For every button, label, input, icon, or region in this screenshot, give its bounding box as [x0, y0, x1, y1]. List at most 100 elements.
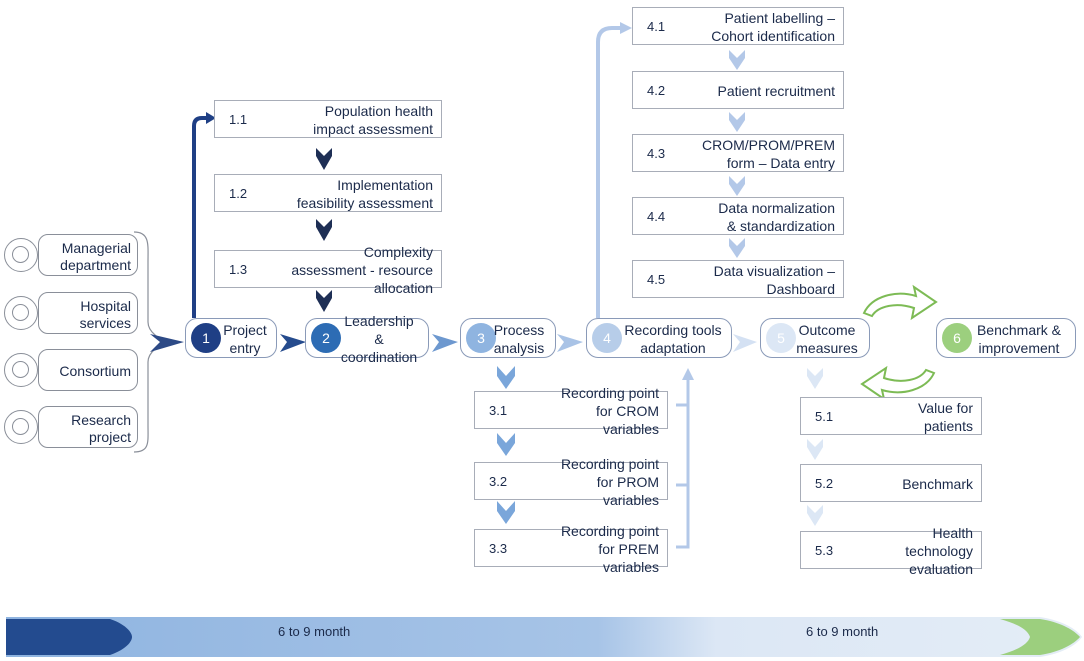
- substep-body: Value for patients: [852, 397, 982, 435]
- substep-code: 1.1: [214, 100, 274, 138]
- substep-label: Health technology evaluation: [905, 525, 973, 577]
- substep-code: 3.3: [474, 529, 534, 567]
- connector-4-to-4-1: [596, 26, 622, 318]
- substep-body: Population health impact assessment: [266, 100, 442, 138]
- chevron-4-3-to-4-4: [729, 176, 745, 196]
- substep-label: Data visualization – Dashboard: [713, 263, 835, 297]
- arrowhead-to-4: [682, 368, 694, 380]
- chevron-5-to-5-1: [807, 368, 823, 389]
- substep-label: CROM/PROM/PREM form – Data entry: [702, 137, 835, 171]
- substep-label: Recording point for PROM variables: [560, 456, 659, 508]
- substep-code: 4.3: [632, 134, 692, 172]
- chevron-3-2-to-3-3: [497, 501, 515, 524]
- substep-4-4: 4.4 Data normalization & standardization: [632, 197, 844, 235]
- arrowhead-4-1: [620, 22, 632, 34]
- chevron-1-3-to-2: [316, 290, 332, 312]
- stage-number: 6: [942, 323, 972, 353]
- substep-label: Patient recruitment: [717, 83, 836, 99]
- substep-label: Complexity assessment - resource allocat…: [291, 244, 433, 296]
- substep-code: 4.4: [632, 197, 692, 235]
- substep-code: 1.3: [214, 250, 274, 288]
- source-label: Consortium: [38, 349, 138, 391]
- stage-number: 2: [311, 323, 341, 353]
- stage-6: 6 Benchmark & improvement: [936, 318, 1076, 358]
- stage-number: 4: [592, 323, 622, 353]
- substep-label: Recording point for CROM variables: [560, 385, 659, 437]
- timeline-end-cap: [1000, 619, 1080, 655]
- substep-body: CROM/PROM/PREM form – Data entry: [684, 134, 844, 172]
- arrow-4-to-5: [733, 334, 757, 352]
- chevron-1-1-to-1-2: [316, 148, 332, 170]
- substep-4-2: 4.2 Patient recruitment: [632, 71, 844, 109]
- substep-4-5: 4.5 Data visualization – Dashboard: [632, 260, 844, 298]
- stage-3: 3 Process analysis: [460, 318, 556, 358]
- source-label: Research project: [38, 406, 138, 448]
- substep-label: Patient labelling – Cohort identificatio…: [711, 10, 835, 44]
- chevron-3-1-to-3-2: [497, 433, 515, 456]
- stage-1: 1 Project entry: [185, 318, 277, 358]
- stage-number: 1: [191, 323, 221, 353]
- connector-1-to-1-1: [192, 116, 208, 318]
- substep-code: 3.1: [474, 391, 534, 429]
- substep-body: Complexity assessment - resource allocat…: [266, 244, 442, 296]
- substep-code: 4.2: [632, 71, 692, 109]
- substep-code: 5.1: [800, 397, 860, 435]
- substep-label: Value for patients: [918, 400, 973, 434]
- substep-1-2: 1.2 Implementation feasibility assessmen…: [214, 174, 442, 212]
- substep-4-1: 4.1 Patient labelling – Cohort identific…: [632, 7, 844, 45]
- substep-body: Recording point for CROM variables: [526, 385, 668, 437]
- sources-arrow: [150, 334, 184, 352]
- timeline-phase-1-label: 6 to 9 month: [278, 624, 351, 639]
- substep-body: Benchmark: [852, 464, 982, 502]
- substep-code: 5.2: [800, 464, 860, 502]
- stage-label: Recording tools adaptation: [624, 322, 722, 356]
- substep-code: 4.1: [632, 7, 692, 45]
- timeline-start-cap: [6, 619, 132, 655]
- circle-icon: [4, 353, 38, 387]
- substep-label: Implementation feasibility assessment: [296, 177, 433, 211]
- substep-5-3: 5.3 Health technology evaluation: [800, 525, 982, 577]
- arrowhead-1-1: [206, 112, 216, 124]
- chevron-5-2-to-5-3: [807, 505, 823, 526]
- substep-1-1: 1.1 Population health impact assessment: [214, 100, 442, 138]
- substep-1-3: 1.3 Complexity assessment - resource all…: [214, 244, 442, 296]
- substep-code: 3.2: [474, 462, 534, 500]
- stage-label: Outcome measures: [796, 322, 858, 356]
- substep-body: Data visualization – Dashboard: [684, 260, 844, 298]
- substep-label: Data normalization & standardization: [718, 200, 835, 234]
- circle-icon: [4, 296, 38, 330]
- cycle-arrow-top: [862, 284, 938, 321]
- arrow-2-to-3: [432, 334, 458, 352]
- stage-number: 5: [766, 323, 796, 353]
- timeline-band: [6, 617, 1082, 657]
- stage-label: Benchmark & improvement: [976, 322, 1062, 356]
- timeline-phase-2-label: 6 to 9 month: [806, 624, 879, 639]
- source-label: Hospital services: [38, 292, 138, 334]
- chevron-1-2-to-1-3: [316, 219, 332, 241]
- connector-3-x-to-4: [676, 380, 690, 549]
- substep-3-2: 3.2 Recording point for PROM variables: [474, 456, 668, 508]
- stage-2: 2 Leadership & coordination: [305, 313, 429, 365]
- stage-label: Project entry: [223, 322, 267, 356]
- substep-label: Recording point for PREM variables: [560, 523, 659, 575]
- substep-code: 4.5: [632, 260, 692, 298]
- substep-4-3: 4.3 CROM/PROM/PREM form – Data entry: [632, 134, 844, 172]
- substep-body: Patient recruitment: [684, 71, 844, 109]
- cycle-arrow-bottom: [860, 365, 936, 402]
- substep-body: Patient labelling – Cohort identificatio…: [684, 7, 844, 45]
- stage-4: 4 Recording tools adaptation: [586, 318, 732, 358]
- substep-body: Data normalization & standardization: [684, 197, 844, 235]
- chevron-4-1-to-4-2: [729, 50, 745, 70]
- substep-label: Population health impact assessment: [313, 103, 433, 137]
- substep-3-3: 3.3 Recording point for PREM variables: [474, 523, 668, 575]
- chevron-4-4-to-4-5: [729, 238, 745, 258]
- stage-number: 3: [466, 323, 496, 353]
- substep-body: Recording point for PROM variables: [526, 456, 668, 508]
- chevron-3-to-3-1: [497, 366, 515, 389]
- circle-icon: [4, 238, 38, 272]
- arrow-1-to-2: [280, 334, 306, 352]
- substep-5-1: 5.1 Value for patients: [800, 397, 982, 435]
- substep-body: Implementation feasibility assessment: [266, 174, 442, 212]
- stage-label: Leadership & coordination: [340, 313, 418, 365]
- circle-icon: [4, 410, 38, 444]
